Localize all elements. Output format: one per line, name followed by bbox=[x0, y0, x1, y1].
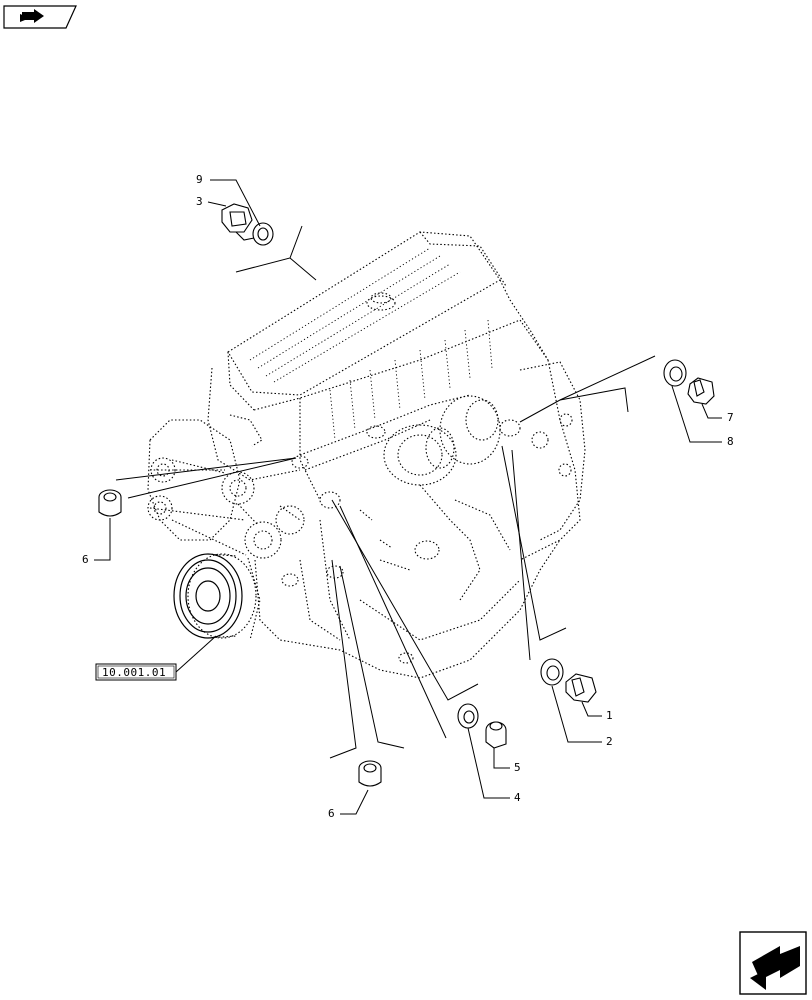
callout-1: 1 bbox=[581, 701, 613, 722]
return-arrow-icon bbox=[750, 946, 800, 990]
washer-part-9 bbox=[252, 222, 274, 246]
washer-part-2 bbox=[540, 658, 564, 686]
washer-part-8 bbox=[663, 359, 687, 387]
book-arrow-icon bbox=[20, 9, 44, 23]
callout-7: 7 bbox=[701, 403, 734, 424]
engine-illustration bbox=[147, 231, 586, 679]
hex-plug-part-1 bbox=[565, 673, 597, 703]
svg-text:2: 2 bbox=[606, 735, 613, 748]
bottom-nav-badge[interactable] bbox=[739, 931, 807, 995]
sleeve-part-6-lower bbox=[358, 760, 382, 787]
svg-text:6: 6 bbox=[328, 807, 335, 820]
svg-text:7: 7 bbox=[727, 411, 734, 424]
svg-text:4: 4 bbox=[514, 791, 521, 804]
top-nav-badge[interactable] bbox=[3, 5, 77, 29]
svg-text:8: 8 bbox=[727, 435, 734, 448]
hex-plug-part-7 bbox=[687, 377, 715, 405]
svg-text:6: 6 bbox=[82, 553, 89, 566]
callout-3: 3 bbox=[196, 195, 227, 208]
callout-6-upper: 6 bbox=[82, 518, 111, 566]
hex-plug-part-3 bbox=[221, 203, 255, 241]
callout-8: 8 bbox=[671, 385, 734, 448]
sleeve-part-6-upper bbox=[98, 489, 122, 517]
svg-text:5: 5 bbox=[514, 761, 521, 774]
flanged-plug-part-5 bbox=[485, 721, 507, 749]
svg-text:9: 9 bbox=[196, 173, 203, 186]
callout-9: 9 bbox=[196, 173, 261, 227]
callout-4: 4 bbox=[467, 727, 521, 804]
washer-part-4 bbox=[457, 703, 479, 729]
callout-2: 2 bbox=[551, 685, 613, 748]
svg-text:10.001.01: 10.001.01 bbox=[102, 666, 166, 679]
svg-text:3: 3 bbox=[196, 195, 203, 208]
reference-link-10-001-01[interactable]: 10.001.01 bbox=[95, 663, 177, 681]
svg-text:1: 1 bbox=[606, 709, 613, 722]
callout-6-lower: 6 bbox=[328, 789, 369, 820]
leader-lines bbox=[115, 225, 656, 759]
callout-5: 5 bbox=[493, 748, 521, 774]
